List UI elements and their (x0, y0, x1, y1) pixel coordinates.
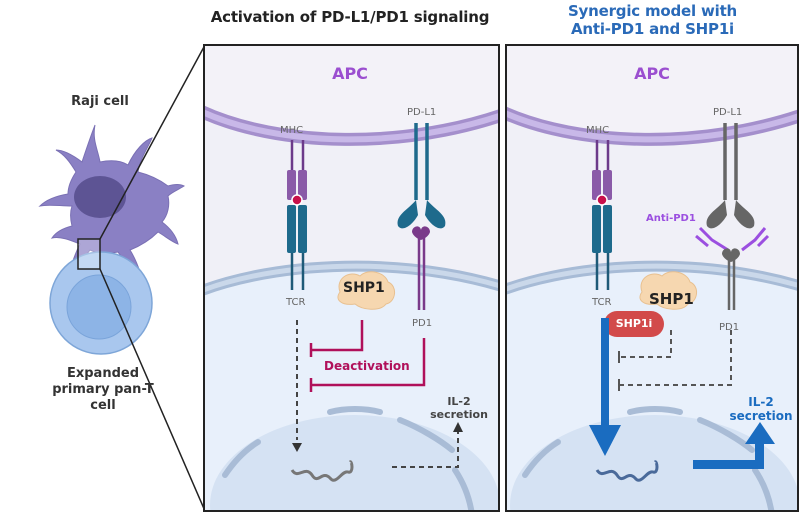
mhc-tcr-complex-right (592, 140, 612, 290)
apc-label: APC (332, 64, 368, 83)
il2-line1-right: IL-2 (748, 395, 774, 409)
il2-line1: IL-2 (447, 395, 471, 408)
pdl1-label-right: PD-L1 (713, 107, 743, 118)
tcr-signal-dashed (296, 320, 459, 468)
tcr-label: TCR (286, 297, 306, 308)
pd1-receptor-right (722, 248, 740, 310)
anti-pd1-label: Anti-PD1 (646, 213, 696, 224)
shp1-label: SHP1 (343, 280, 385, 296)
shp1-protein-right (639, 271, 697, 310)
blocked-inhibition-dashed (619, 330, 732, 386)
right-panel (506, 45, 798, 511)
pd1-receptor (412, 226, 430, 310)
anti-pd1-antibody (695, 226, 770, 252)
right-panel-title: Synergic model with Anti-PD1 and SHP1i (505, 2, 800, 38)
apc-label-right: APC (634, 64, 670, 83)
il2-line2: secretion (430, 408, 488, 421)
il2-secretion-label: IL-2 secretion (420, 395, 498, 421)
pdl1-label: PD-L1 (407, 107, 437, 118)
mhc-label-right: MHC (586, 125, 610, 136)
dna-strand-active (595, 460, 659, 482)
t-cell-label: Expanded primary pan-T cell (18, 366, 188, 414)
il2-secretion-label-right: IL-2 secretion (728, 395, 794, 423)
mhc-tcr-complex (287, 140, 307, 290)
t-cell (49, 251, 153, 355)
zoom-line-bottom (99, 268, 206, 512)
pdl1-receptor-blocked (706, 123, 755, 229)
shp1i-inhibitor (604, 311, 664, 337)
right-title-line1: Synergic model with (567, 2, 738, 20)
inhibition-arrows (309, 320, 426, 392)
mhc-label: MHC (280, 125, 304, 136)
t-cell-label-line1: Expanded (66, 366, 140, 381)
t-cell-label-line3: cell (90, 398, 116, 413)
dna-strand (290, 460, 354, 482)
arrow-down-icon (292, 443, 302, 452)
raji-cell (38, 124, 185, 274)
shp1-label-right: SHP1 (649, 290, 694, 308)
antigen-icon (291, 194, 303, 206)
shp1-protein (337, 271, 395, 310)
right-panel-frame (505, 44, 799, 512)
il2-secretion-arrow (693, 422, 775, 469)
left-panel-title: Activation of PD-L1/PD1 signaling (210, 8, 490, 26)
pd1-label-right: PD1 (719, 322, 740, 333)
shp1i-label: SHP1i (615, 317, 653, 330)
raji-cell-label: Raji cell (71, 94, 129, 109)
zoom-line-top (99, 44, 206, 240)
left-panel-frame (203, 44, 500, 512)
deactivation-label: Deactivation (324, 359, 410, 373)
zoom-box (77, 238, 101, 270)
il2-line2-right: secretion (729, 409, 793, 423)
t-cell-label-line2: primary pan-T (52, 382, 154, 397)
raji-nucleus (74, 176, 126, 218)
activation-arrow-down (589, 318, 621, 456)
arrow-up-icon (453, 422, 463, 432)
tcr-label-right: TCR (592, 297, 612, 308)
pd1-label: PD1 (412, 318, 433, 329)
right-title-line2: Anti-PD1 and SHP1i (570, 20, 735, 38)
pdl1-receptor (397, 123, 446, 229)
